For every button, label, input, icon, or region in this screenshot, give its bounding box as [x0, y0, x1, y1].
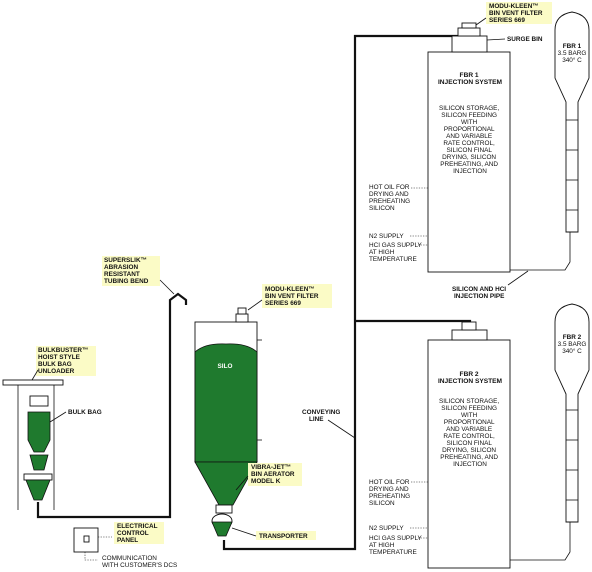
callout-modu-kleen-silo: MODU-KLEEN™ BIN VENT FILTER SERIES 669	[247, 284, 332, 311]
conveying-line-label: CONVEYING LINE	[302, 409, 342, 423]
fbr1-description: SILICON STORAGE, SILICON FEEDING WITH PR…	[439, 105, 501, 175]
electrical-control-panel	[73, 527, 112, 561]
callout-vibra-jet: VIBRA-JET™ BIN AERATOR MODEL K	[235, 463, 302, 491]
svg-text:BULKBUSTER™ HOIST STYLE: BULKBUSTER™ HOIST STYLE BULK BAG UNLOADE…	[38, 347, 90, 375]
callout-superslik: SUPERSLIK™ ABRASION RESISTANT TUBING BEN…	[102, 256, 175, 295]
fbr2-description: SILICON STORAGE, SILICON FEEDING WITH PR…	[439, 398, 501, 468]
fbr2-box-title: FBR 2 INJECTION SYSTEM	[438, 371, 503, 385]
surge-bin-label: SURGE BIN	[507, 36, 543, 43]
svg-text:TRANSPORTER: TRANSPORTER	[259, 533, 308, 540]
fbr1-box	[427, 51, 511, 273]
svg-text:MODU-KLEEN™ BIN VENT FIL: MODU-KLEEN™ BIN VENT FILTER SERIES 669	[265, 286, 320, 307]
fbr2-box	[427, 339, 511, 569]
silo-fill	[194, 343, 258, 463]
fbr1-reactor-title: FBR 1	[563, 43, 582, 50]
callout-electrical: ELECTRICAL CONTROL PANEL	[114, 522, 164, 544]
fbr2-reactor-temp: 340° C	[562, 347, 582, 355]
silo: SILO	[194, 307, 262, 506]
callout-injection-pipe: SILICON AND HCI INJECTION PIPE	[452, 270, 529, 300]
svg-text:ELECTRICAL CONTROL: ELECTRICAL CONTROL PANEL	[117, 523, 159, 544]
bulk-bag-unloader	[2, 379, 64, 510]
fbr2-hot-oil-label: HOT OIL FOR DRYING AND PREHEATING SILICO…	[369, 479, 412, 507]
fbr1-box-title: FBR 1 INJECTION SYSTEM	[438, 72, 503, 86]
surge-bin	[451, 35, 488, 53]
fbr1-injection-system: FBR 1 INJECTION SYSTEM SILICON STORAGE, …	[369, 22, 511, 273]
communication-label: COMMUNICATION WITH CUSTOMER'S DCS	[102, 555, 177, 569]
svg-text:MODU-KLEEN™ BIN VENT FIL: MODU-KLEEN™ BIN VENT FILTER SERIES 669	[489, 3, 544, 24]
bulk-bag-label: BULK BAG	[68, 409, 102, 416]
fbr1-reactor: FBR 1 3.5 BARG 340° C	[554, 11, 590, 233]
fbr2-reactor-title: FBR 2	[563, 334, 582, 341]
svg-text:SUPERSLIK™ ABRASION: SUPERSLIK™ ABRASION RESISTANT TUBING BEN…	[104, 257, 149, 285]
fbr2-n2-label: N2 SUPPLY	[369, 525, 404, 532]
bulk-bag	[27, 411, 51, 453]
fbr2-injection-system: FBR 2 INJECTION SYSTEM SILICON STORAGE, …	[369, 321, 511, 569]
fbr1-reactor-temp: 340° C	[562, 56, 582, 64]
fbr1-hcl-label: HCI GAS SUPPLY AT HIGH TEMPERATURE	[369, 242, 423, 263]
silo-label: SILO	[218, 363, 233, 370]
fbr1-hot-oil-label: HOT OIL FOR DRYING AND PREHEATING SILICO…	[369, 184, 412, 212]
callout-modu-kleen-top: MODU-KLEEN™ BIN VENT FILTER SERIES 669	[475, 2, 552, 26]
callout-bulkbuster: BULKBUSTER™ HOIST STYLE BULK BAG UNLOADE…	[31, 346, 96, 381]
svg-text:SILICON AND HCI INJECTIO: SILICON AND HCI INJECTION PIPE	[452, 286, 508, 300]
transporter	[211, 504, 233, 537]
fbr2-reactor-pressure: 3.5 BARG	[558, 341, 587, 348]
svg-text:VIBRA-JET™ BIN AERATOR: VIBRA-JET™ BIN AERATOR MODEL K	[251, 464, 296, 485]
fbr2-hcl-label: HCI GAS SUPPLY AT HIGH TEMPERATURE	[369, 535, 423, 556]
callout-transporter: TRANSPORTER	[231, 527, 316, 540]
fbr1-reactor-pressure: 3.5 BARG	[558, 50, 587, 57]
fbr2-reactor: FBR 2 3.5 BARG 340° C	[554, 303, 590, 523]
fbr1-n2-label: N2 SUPPLY	[369, 233, 404, 240]
